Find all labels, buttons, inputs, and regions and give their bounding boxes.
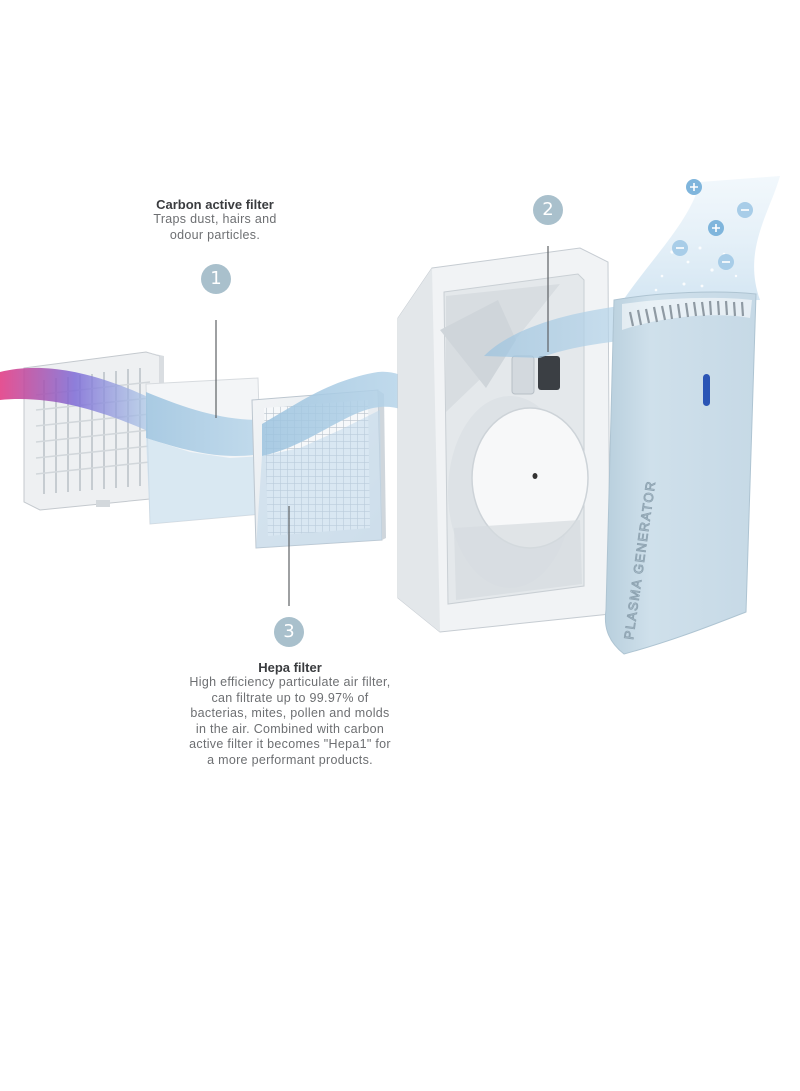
hepa-filter-callout: Hepa filter High efficiency particulate … xyxy=(160,660,420,768)
hepa-filter-title: Hepa filter xyxy=(258,660,322,675)
fan-housing xyxy=(397,247,611,633)
carbon-filter-title: Carbon active filter xyxy=(156,197,274,212)
hepa-filter-line: bacterias, mites, pollen and molds xyxy=(190,706,390,720)
carbon-filter-line: odour particles. xyxy=(169,227,261,242)
housing-airflow xyxy=(484,306,628,358)
hepa-airflow xyxy=(262,371,422,456)
hepa-filter-line: active filter it becomes "Hepa1" for xyxy=(189,737,391,751)
minus-ion-icon xyxy=(672,240,688,256)
minus-ion-icon xyxy=(737,202,753,218)
hepa-filter-line: High efficiency particulate air filter, xyxy=(189,675,391,689)
indicator-light-icon xyxy=(703,374,710,406)
callout-badge-2: 2 xyxy=(533,195,563,225)
minus-ion-icon xyxy=(718,254,734,270)
hepa-filter-line: in the air. Combined with carbon xyxy=(195,721,385,736)
carbon-filter-line: Traps dust, hairs and xyxy=(153,212,277,226)
carbon-filter-callout: Carbon active filter Traps dust, hairs a… xyxy=(110,197,320,243)
hepa-filter-line: can filtrate up to 99.97% of xyxy=(211,690,369,705)
callout-badge-1: 1 xyxy=(201,264,231,294)
carbon-airflow xyxy=(146,392,262,457)
callout-badge-3: 3 xyxy=(274,617,304,647)
hepa-filter-line: a more performant products. xyxy=(207,752,373,767)
plasma-generator-panel xyxy=(604,291,757,655)
plus-ion-icon xyxy=(686,179,702,195)
inlet-airflow xyxy=(0,367,150,432)
plus-ion-icon xyxy=(708,220,724,236)
outlet-airflow xyxy=(622,176,780,302)
